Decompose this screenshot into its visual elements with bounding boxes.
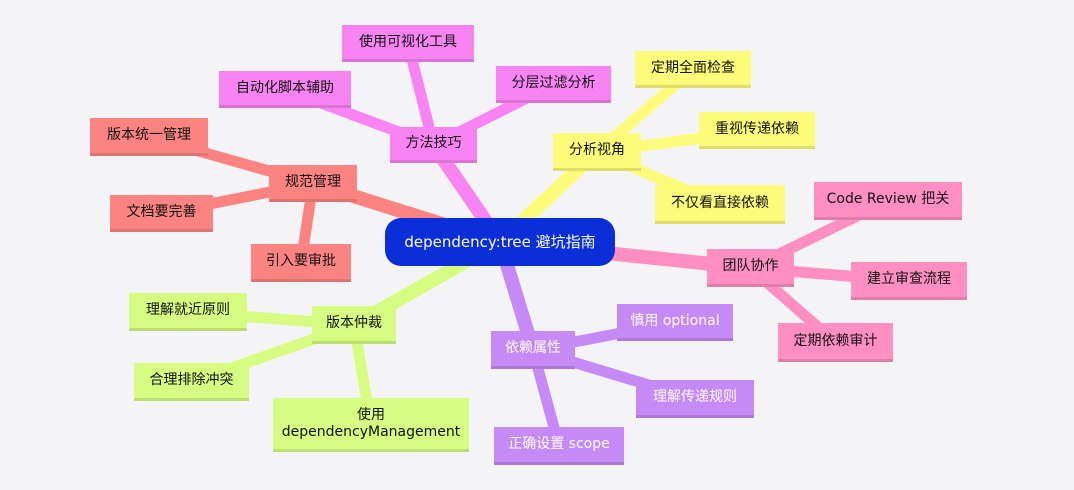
leaf-node[interactable]: 分层过滤分析 [496,66,611,103]
branch-label: 版本仲裁 [326,315,382,331]
leaf-node[interactable]: 慎用 optional [617,304,733,341]
leaf-label: 使用可视化工具 [359,33,457,50]
branch-arbitration[interactable]: 版本仲裁 [312,306,396,344]
branch-standards[interactable]: 规范管理 [269,165,357,202]
leaf-label: 定期全面检查 [651,59,735,76]
root-node[interactable]: dependency:tree 避坑指南 [385,218,615,266]
leaf-node[interactable]: 自动化脚本辅助 [219,71,351,108]
leaf-label: 重视传递依赖 [715,120,799,137]
branch-teamwork[interactable]: 团队协作 [707,249,794,287]
leaf-label: 理解传递规则 [653,389,737,405]
leaf-node[interactable]: Code Review 把关 [814,182,962,220]
branch-attributes[interactable]: 依赖属性 [491,331,575,369]
leaf-node[interactable]: 引入要审批 [251,244,351,282]
leaf-label: 正确设置 scope [508,436,610,452]
leaf-label: 文档要完善 [126,203,197,220]
leaf-node[interactable]: 不仅看直接依赖 [655,185,785,224]
leaf-node[interactable]: 理解传递规则 [636,380,754,418]
branch-methods[interactable]: 方法技巧 [390,127,477,163]
leaf-label: 慎用 optional [630,312,720,329]
leaf-label: Code Review 把关 [826,191,950,207]
branch-label: 规范管理 [285,173,341,190]
leaf-node[interactable]: 使用可视化工具 [342,25,474,62]
leaf-node[interactable]: 定期依赖审计 [778,323,893,362]
leaf-node[interactable]: 使用 dependencyManagement [273,398,469,452]
branch-label: 依赖属性 [505,340,561,356]
leaf-label: 分层过滤分析 [511,74,596,91]
leaf-label: 定期依赖审计 [793,332,878,349]
leaf-node[interactable]: 合理排除冲突 [134,363,249,401]
branch-label: 方法技巧 [405,135,462,151]
branch-label: 分析视角 [569,142,625,158]
leaf-label: 引入要审批 [266,253,336,269]
leaf-label: 版本统一管理 [107,127,191,143]
leaf-label: 理解就近原则 [146,302,230,318]
branch-perspective[interactable]: 分析视角 [553,133,641,171]
leaf-node[interactable]: 建立审查流程 [851,262,967,300]
branch-label: 团队协作 [722,258,779,274]
leaf-node[interactable]: 版本统一管理 [90,118,208,156]
leaf-label: 建立审查流程 [867,271,951,287]
leaf-label: 使用 dependencyManagement [281,406,461,440]
leaf-label: 合理排除冲突 [149,372,234,388]
leaf-label: 不仅看直接依赖 [671,194,769,211]
leaf-node[interactable]: 定期全面检查 [635,51,751,88]
leaf-node[interactable]: 重视传递依赖 [699,112,815,149]
leaf-node[interactable]: 文档要完善 [110,195,213,232]
leaf-label: 自动化脚本辅助 [236,79,334,96]
leaf-node[interactable]: 正确设置 scope [494,427,624,465]
root-label: dependency:tree 避坑指南 [404,232,596,251]
leaf-node[interactable]: 理解就近原则 [129,293,247,331]
